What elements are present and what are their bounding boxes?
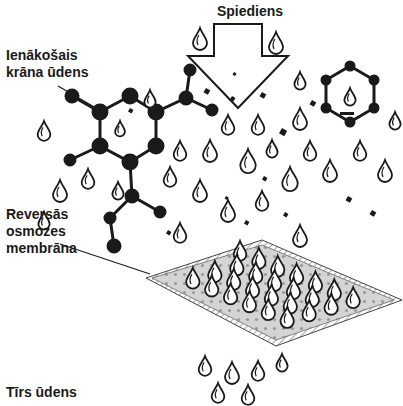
part-label: Reversās osmozes membrāna <box>6 206 116 257</box>
water-droplet <box>269 32 283 54</box>
water-droplet <box>38 121 51 141</box>
particle <box>370 210 377 217</box>
part-label: Ienākošais krāna ūdens <box>6 47 106 81</box>
water-droplet <box>280 307 293 328</box>
particle <box>225 196 229 200</box>
water-droplet <box>323 160 337 182</box>
membrane <box>146 240 402 346</box>
water-droplet <box>389 112 400 130</box>
water-droplet <box>222 115 235 135</box>
water-droplet <box>304 141 317 161</box>
water-droplet <box>378 160 392 182</box>
water-droplet <box>193 180 207 202</box>
water-droplet <box>242 385 255 405</box>
particle <box>204 88 211 95</box>
water-droplet <box>293 108 307 130</box>
particle <box>166 230 171 235</box>
leader-line <box>58 86 96 108</box>
particle <box>230 96 235 101</box>
water-droplet <box>199 356 212 376</box>
particle <box>260 92 267 99</box>
particle <box>310 100 317 107</box>
water-droplet <box>144 90 155 108</box>
water-droplet <box>193 28 207 50</box>
water-droplet <box>115 121 125 136</box>
water-droplet <box>252 361 265 381</box>
pressure-label: Spiediens <box>190 3 310 20</box>
water-droplets <box>38 28 401 405</box>
water-droplet <box>221 200 235 222</box>
particle <box>262 176 267 181</box>
water-droplet <box>324 294 337 315</box>
water-droplet <box>282 167 297 191</box>
water-droplet <box>294 72 305 90</box>
water-droplet <box>112 182 123 200</box>
water-droplet <box>82 169 95 189</box>
water-droplet <box>302 300 315 321</box>
water-droplet <box>262 299 275 320</box>
water-droplet <box>346 287 359 308</box>
particle <box>283 212 288 217</box>
water-droplet <box>344 88 355 106</box>
water-droplet <box>205 276 218 297</box>
part-label: Tīrs ūdens <box>6 384 126 401</box>
water-droplet <box>224 283 237 304</box>
water-droplet <box>174 223 187 243</box>
pressure-arrow <box>188 24 288 108</box>
water-droplet <box>293 225 307 247</box>
water-droplet <box>256 191 269 211</box>
water-droplet <box>53 180 67 202</box>
water-droplet <box>225 362 239 384</box>
water-droplet <box>252 115 265 135</box>
water-droplet <box>212 383 225 403</box>
water-droplet <box>354 141 367 161</box>
particle <box>233 72 237 76</box>
water-droplet <box>203 140 217 162</box>
contaminant-molecule <box>322 62 378 126</box>
water-droplet <box>174 141 187 161</box>
water-droplet <box>240 149 255 173</box>
water-droplet <box>186 268 199 289</box>
particle <box>346 196 353 203</box>
particles <box>128 72 376 235</box>
water-droplet <box>276 354 287 372</box>
water-droplet <box>266 140 277 158</box>
particle <box>279 128 287 136</box>
water-droplet <box>164 167 177 187</box>
particle <box>244 220 249 225</box>
contaminant-molecule <box>65 65 217 252</box>
particle <box>128 108 133 113</box>
water-droplet <box>243 291 256 312</box>
